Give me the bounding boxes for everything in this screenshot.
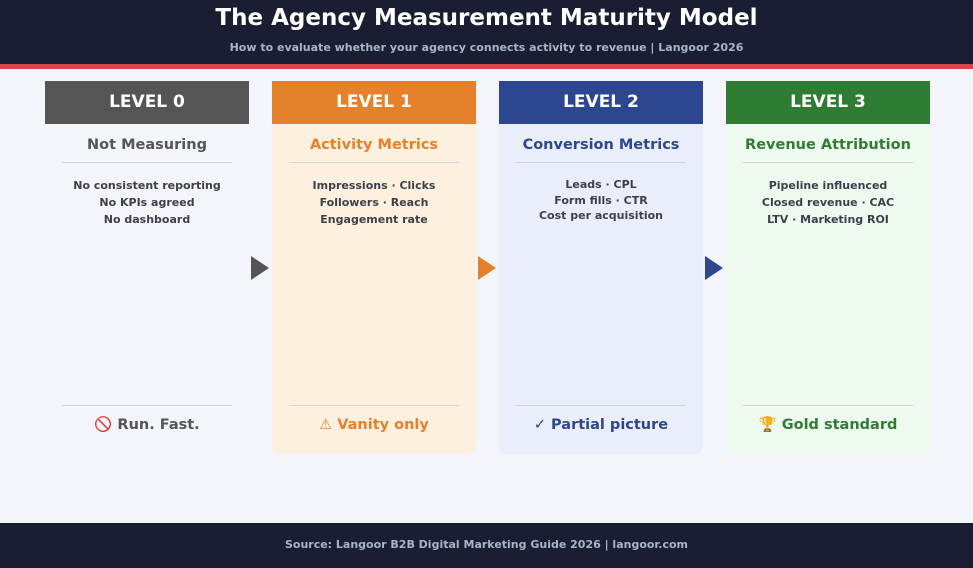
divider xyxy=(289,405,459,406)
metric-item: Form fills · CTR xyxy=(554,193,648,207)
metric-list: Leads · CPL Form fills · CTR Cost per ac… xyxy=(499,177,703,224)
metric-item: No dashboard xyxy=(103,213,191,226)
arrow-right-icon xyxy=(478,256,496,280)
divider xyxy=(62,405,232,406)
level-verdict: 🏆 Gold standard xyxy=(758,417,898,433)
level-label: LEVEL 1 xyxy=(272,81,476,124)
metric-item: LTV · Marketing ROI xyxy=(767,213,889,226)
level-card-1: LEVEL 1 Activity Metrics Impressions · C… xyxy=(272,81,476,454)
page-title: The Agency Measurement Maturity Model xyxy=(215,5,758,31)
page-subtitle: How to evaluate whether your agency conn… xyxy=(229,41,744,54)
level-card-0: LEVEL 0 Not Measuring No consistent repo… xyxy=(45,81,249,454)
arrow-right-icon xyxy=(251,256,269,280)
header-bar: The Agency Measurement Maturity Model Ho… xyxy=(0,0,973,64)
arrow-right-icon xyxy=(705,256,723,280)
level-verdict: 🚫 Run. Fast. xyxy=(94,417,200,433)
level-label: LEVEL 0 xyxy=(45,81,249,124)
level-verdict: ⚠ Vanity only xyxy=(319,417,429,433)
level-label: LEVEL 2 xyxy=(499,81,703,124)
divider xyxy=(289,162,459,163)
level-title: Conversion Metrics xyxy=(522,137,680,153)
level-title: Revenue Attribution xyxy=(745,137,911,153)
metric-item: Pipeline influenced xyxy=(768,179,888,192)
metric-item: Followers · Reach xyxy=(319,196,429,209)
divider xyxy=(516,405,686,406)
level-card-3: LEVEL 3 Revenue Attribution Pipeline inf… xyxy=(726,81,930,454)
level-title: Not Measuring xyxy=(87,137,207,153)
metric-item: Engagement rate xyxy=(320,213,428,226)
metric-item: No KPIs agreed xyxy=(99,196,195,209)
level-label: LEVEL 3 xyxy=(726,81,930,124)
metric-item: Cost per acquisition xyxy=(538,209,663,222)
metric-list: Impressions · Clicks Followers · Reach E… xyxy=(272,177,476,228)
level-verdict: ✓ Partial picture xyxy=(533,417,669,433)
metric-list: Pipeline influenced Closed revenue · CAC… xyxy=(726,177,930,228)
divider xyxy=(62,162,232,163)
level-card-2: LEVEL 2 Conversion Metrics Leads · CPL F… xyxy=(499,81,703,454)
level-title: Activity Metrics xyxy=(309,137,439,153)
header-accent-stripe xyxy=(0,64,973,69)
metric-list: No consistent reporting No KPIs agreed N… xyxy=(45,177,249,228)
metric-item: Impressions · Clicks xyxy=(312,179,436,192)
divider xyxy=(743,162,913,163)
metric-item: Leads · CPL xyxy=(565,178,637,191)
divider xyxy=(743,405,913,406)
metric-item: Closed revenue · CAC xyxy=(761,196,895,209)
divider xyxy=(516,162,686,163)
metric-item: No consistent reporting xyxy=(73,179,221,192)
footer-bar: Source: Langoor B2B Digital Marketing Gu… xyxy=(0,523,973,568)
source-note: Source: Langoor B2B Digital Marketing Gu… xyxy=(284,538,689,551)
